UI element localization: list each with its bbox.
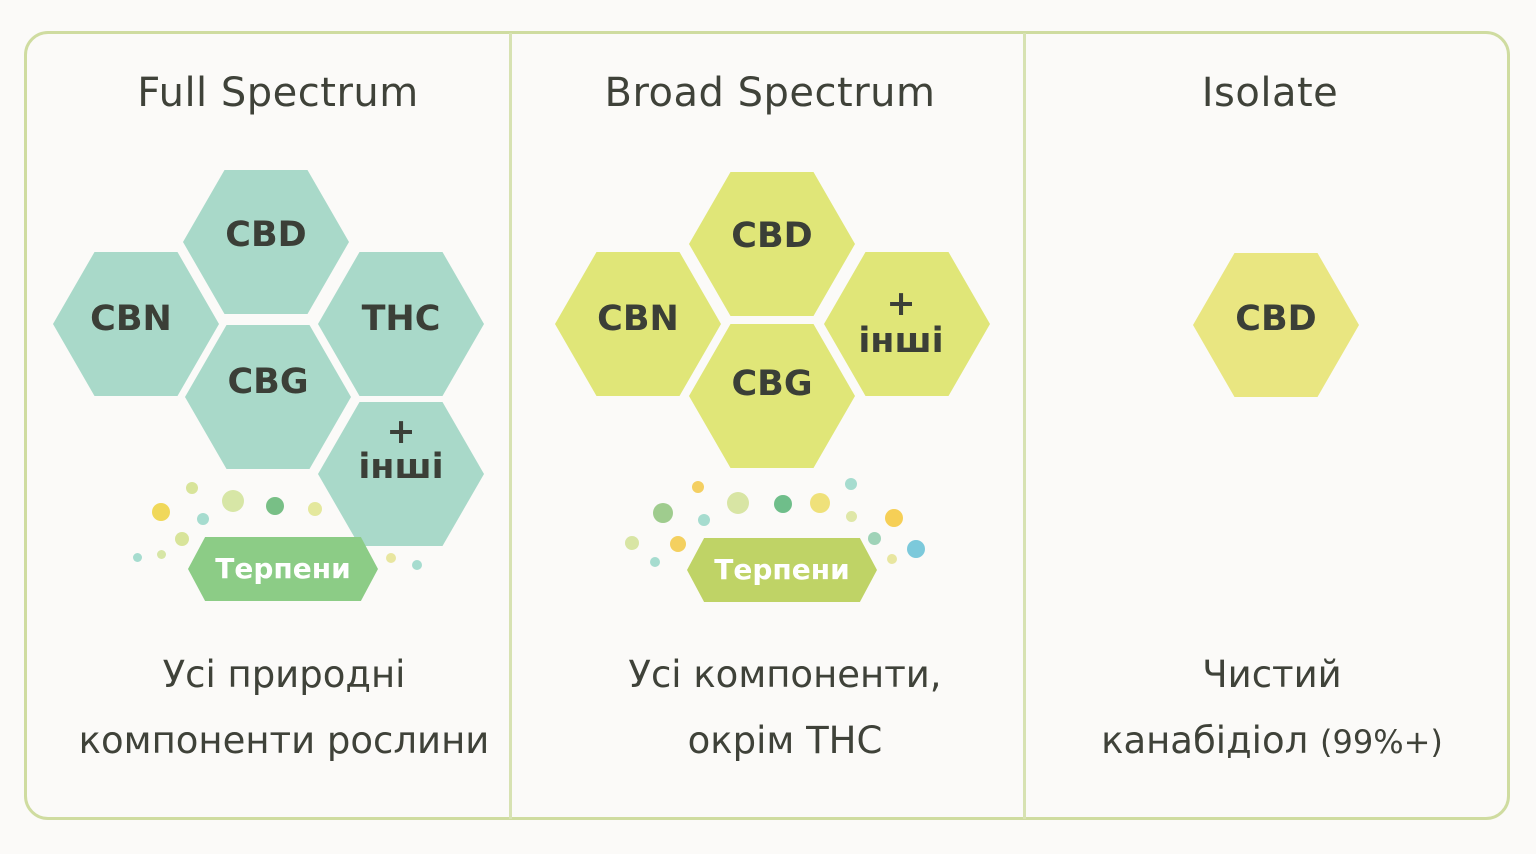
terpenes-tag (188, 537, 378, 601)
column-description: Усі природні компоненти рослини (34, 642, 534, 774)
hex-label-cbd: CBD (731, 216, 813, 256)
description-line: окрім THC (687, 719, 883, 762)
hex-label-plus: + (386, 412, 416, 452)
description-text: канабідіол (1101, 719, 1309, 762)
terpenes-label: Терпени (714, 553, 850, 586)
hex-label-cbn: CBN (597, 299, 679, 339)
column-title: Full Spectrum (137, 70, 419, 116)
hex-cbg (689, 324, 855, 468)
terpenes-tag (687, 538, 877, 602)
column-divider-2 (1023, 33, 1026, 819)
hex-label-thc: THC (361, 299, 441, 339)
hex-label-cbn: CBN (90, 299, 172, 339)
hex-label-plus: + (886, 284, 916, 324)
hex-cbn (555, 252, 721, 396)
column-title: Isolate (1201, 70, 1339, 116)
column-title: Broad Spectrum (604, 70, 936, 116)
description-line: компоненти рослини (78, 719, 490, 762)
hex-others (824, 252, 990, 396)
hex-label-cbd: CBD (225, 215, 307, 255)
hex-cbd (689, 172, 855, 316)
description-line: Усі компоненти, (628, 653, 942, 696)
description-line: Чистий (1202, 653, 1342, 696)
column-description: Усі компоненти, окрім THC (535, 642, 1035, 774)
column-divider-1 (509, 33, 512, 819)
hex-label-cbg: CBG (731, 364, 813, 404)
hex-label-cbd: CBD (1235, 299, 1317, 339)
purity-note: (99%+) (1320, 723, 1443, 761)
hex-label-others: інші (858, 321, 944, 361)
hex-label-cbg: CBG (227, 362, 309, 402)
description-line: канабідіол (99%+) (1022, 708, 1522, 775)
terpenes-label: Терпени (215, 552, 351, 585)
hex-label-others: інші (358, 447, 444, 487)
description-line: Усі природні (162, 653, 406, 696)
column-description: Чистий канабідіол (99%+) (1022, 642, 1522, 775)
